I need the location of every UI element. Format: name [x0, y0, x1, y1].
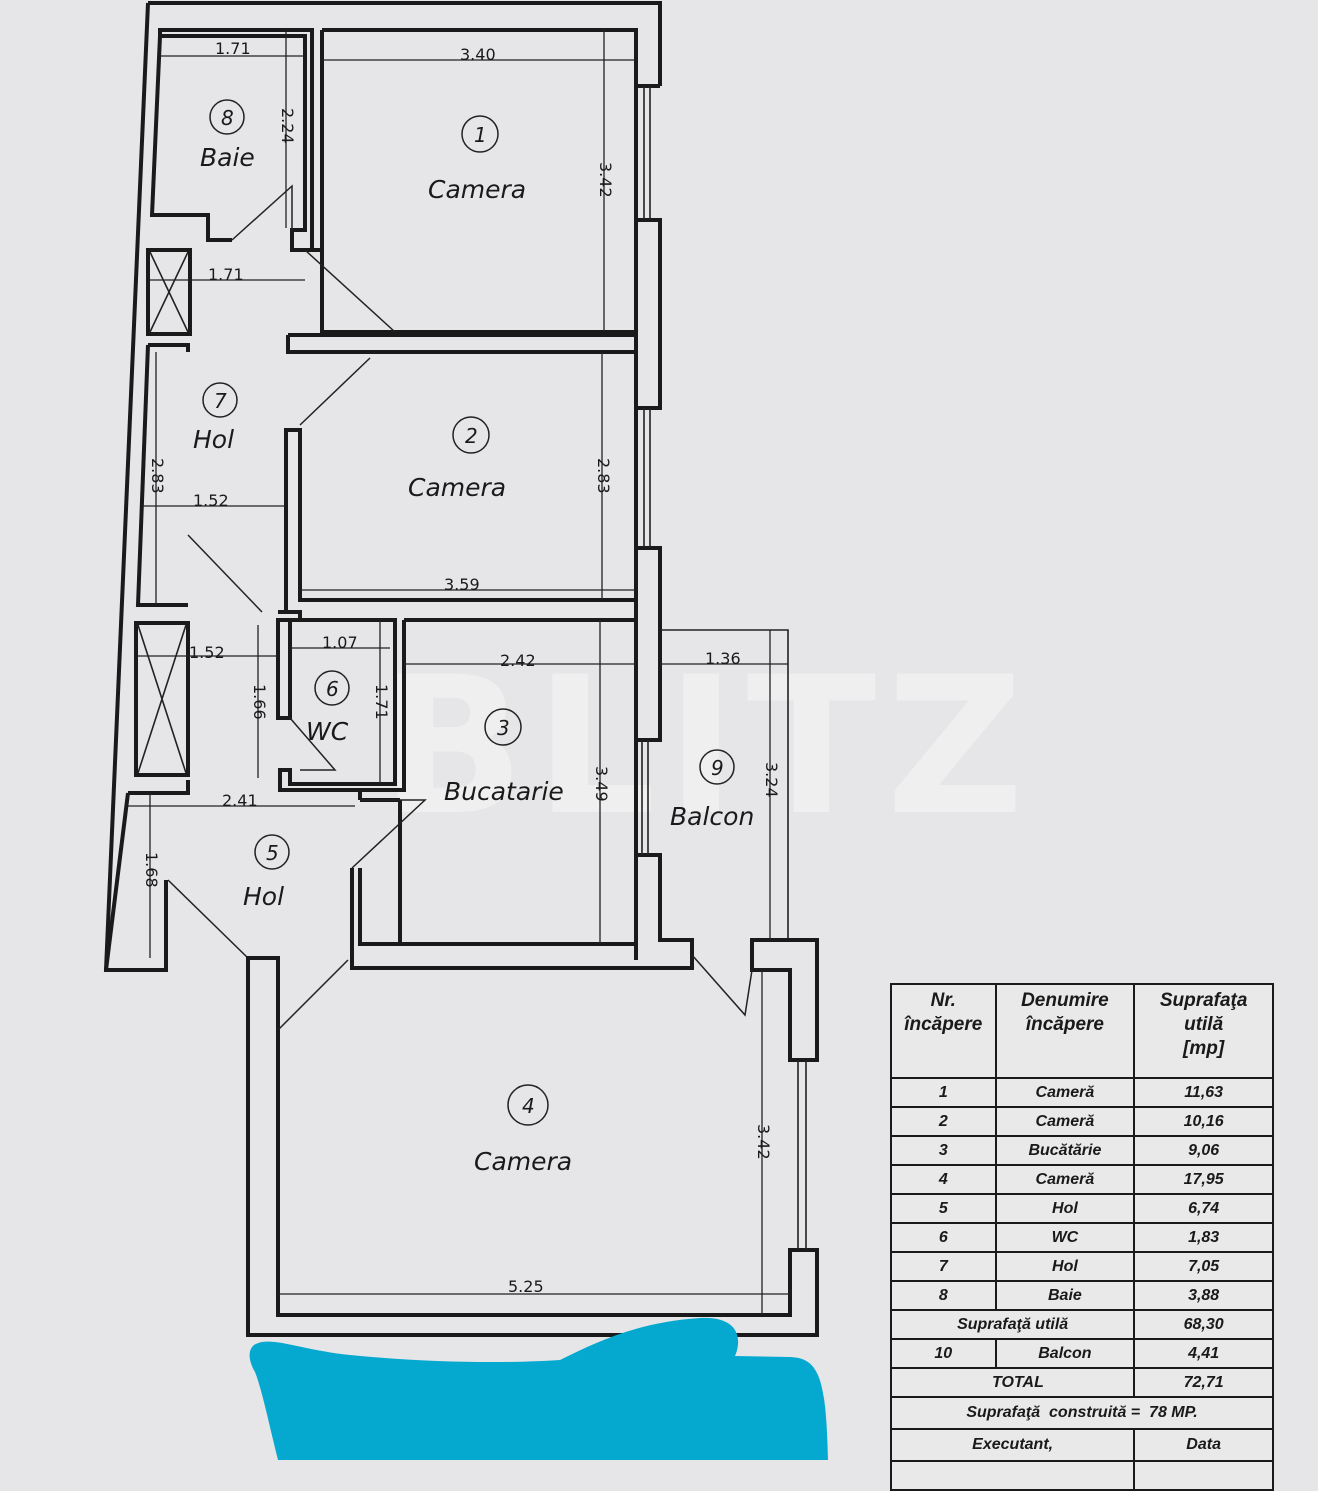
- room-1-walls: [304, 28, 638, 334]
- redaction-scribble: [249, 1317, 828, 1460]
- dim-room1-width: 3.40: [460, 45, 496, 64]
- total-label: TOTAL: [889, 1367, 1136, 1398]
- svg-text:Hol: Hol: [243, 882, 284, 911]
- built-area-row: Suprafaţă construită = 78 MP.: [890, 1396, 1274, 1430]
- room-label-5: 5 Hol: [243, 834, 290, 911]
- dim-hall-top-width: 1.71: [208, 265, 244, 284]
- room-label-6: 6 WC: [306, 670, 350, 746]
- signature-empty-row: [889, 1460, 1274, 1491]
- dim-room2-height: 2.83: [594, 458, 613, 494]
- room-6-walls: [276, 610, 397, 792]
- total-row: TOTAL 72,71: [889, 1367, 1274, 1398]
- dimension-labels: 1.71 2.24 3.40 3.42 1.71 2.83 1.52 2.83 …: [142, 39, 781, 1296]
- room-label-8: 8 Baie: [200, 99, 255, 172]
- useful-area-label: Suprafaţă utilă: [889, 1309, 1136, 1340]
- built-area: Suprafaţă construită = 78 MP.: [890, 1396, 1274, 1430]
- svg-text:1: 1: [474, 123, 487, 147]
- svg-text:Camera: Camera: [408, 473, 506, 502]
- room-8-walls: [149, 28, 314, 252]
- svg-text:5: 5: [266, 841, 279, 865]
- room-label-9: 9 Balcon: [670, 749, 754, 831]
- svg-text:7: 7: [214, 389, 227, 413]
- dim-baie-width: 1.71: [215, 39, 251, 58]
- room-4-walls: [246, 938, 819, 1337]
- svg-text:3: 3: [497, 716, 510, 740]
- room-2-walls: [284, 333, 638, 610]
- watermark: BLITZ: [380, 636, 1034, 857]
- dim-hol7-width: 1.52: [193, 491, 229, 510]
- executant-label: Executant,: [889, 1428, 1136, 1462]
- dim-balcony-height: 3.24: [762, 762, 781, 798]
- svg-text:6: 6: [326, 677, 339, 701]
- useful-area-row: Suprafaţă utilă 68,30: [889, 1309, 1274, 1340]
- useful-area-value: 68,30: [1133, 1309, 1274, 1340]
- svg-text:Balcon: Balcon: [670, 802, 754, 831]
- room-label-2: 2 Camera: [408, 416, 506, 502]
- dim-wc-left-height: 1.66: [250, 684, 269, 720]
- total-value: 72,71: [1133, 1367, 1274, 1398]
- dim-balcony-width: 1.36: [705, 649, 741, 668]
- floor-plan: BLITZ: [103, 1, 1034, 1460]
- dim-hol5-height: 1.68: [142, 852, 161, 888]
- svg-text:Camera: Camera: [428, 175, 526, 204]
- dim-room4-height: 3.42: [754, 1124, 773, 1160]
- header-nr: Nr.încăpere: [890, 983, 997, 1079]
- balcony-walls: [660, 629, 789, 940]
- svg-text:WC: WC: [306, 717, 349, 746]
- room-label-3: 3 Bucatarie: [444, 708, 564, 806]
- room-label-7: 7 Hol: [193, 382, 238, 454]
- svg-text:Hol: Hol: [193, 425, 234, 454]
- svg-text:2: 2: [465, 424, 478, 448]
- dim-wc-height: 1.71: [372, 684, 391, 720]
- room-label-1: 1 Camera: [428, 115, 526, 204]
- svg-text:8: 8: [221, 106, 234, 130]
- dim-room2-width: 3.59: [444, 575, 480, 594]
- hol-7-walls: [135, 343, 263, 613]
- dim-hol7-height: 2.83: [148, 458, 167, 494]
- dimension-lines: [128, 30, 790, 1315]
- signature-row: Executant, Data: [889, 1428, 1274, 1462]
- dim-wc-width: 1.07: [322, 633, 358, 652]
- svg-text:9: 9: [711, 756, 724, 780]
- room-label-4: 4 Camera: [474, 1084, 572, 1176]
- svg-text:4: 4: [522, 1094, 535, 1118]
- dim-kitchen-height: 3.49: [592, 766, 611, 802]
- shaft-1: [146, 248, 192, 336]
- shaft-2: [134, 621, 190, 777]
- dim-room4-width: 5.25: [508, 1277, 544, 1296]
- dim-hol5-width: 2.41: [222, 791, 258, 810]
- svg-text:Camera: Camera: [474, 1147, 572, 1176]
- svg-text:Baie: Baie: [200, 143, 255, 172]
- room-labels: 1 Camera 2 Camera 3 Bucatarie 4 Camera 5…: [193, 99, 754, 1176]
- room-3-walls: [350, 618, 638, 968]
- dim-baie-height: 2.24: [278, 108, 297, 144]
- svg-text:Bucatarie: Bucatarie: [444, 777, 564, 806]
- hol-5-walls: [104, 780, 251, 971]
- date-label: Data: [1133, 1428, 1274, 1462]
- dim-hall-mid-width: 1.52: [189, 643, 225, 662]
- dim-room1-height: 3.42: [596, 162, 615, 198]
- dim-kitchen-width: 2.42: [500, 651, 536, 670]
